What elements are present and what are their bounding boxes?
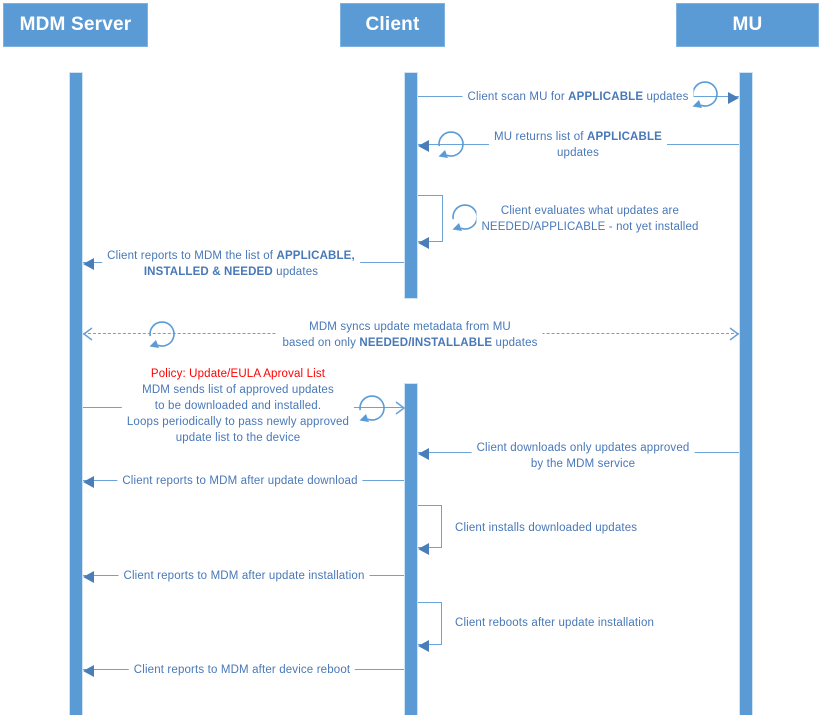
message-downloads: Client downloads only updates approved b… bbox=[471, 440, 695, 472]
lifeline-client-upper bbox=[404, 72, 418, 299]
arrowhead-report-download bbox=[83, 476, 94, 488]
message-text-bold: APPLICABLE, bbox=[276, 250, 355, 262]
message-line: based on only NEEDED/INSTALLABLE updates bbox=[282, 335, 537, 351]
loop-icon bbox=[355, 391, 389, 425]
lifeline-mdm-server bbox=[69, 72, 83, 715]
arrowhead-reboots bbox=[418, 640, 429, 652]
message-policy: Policy: Update/EULA Aproval List MDM sen… bbox=[121, 366, 355, 446]
arrowhead-sync-left bbox=[82, 326, 94, 347]
loop-icon bbox=[145, 317, 179, 351]
arrowhead-report-install bbox=[83, 571, 94, 583]
loop-icon bbox=[688, 77, 722, 111]
actor-mdm-server: MDM Server bbox=[3, 3, 148, 47]
message-reboots: Client reboots after update installation bbox=[450, 615, 660, 631]
message-reports-list: Client reports to MDM the list of APPLIC… bbox=[102, 248, 360, 280]
message-text-bold: INSTALLED & NEEDED bbox=[143, 266, 273, 278]
message-returns: MU returns list of APPLICABLE updates bbox=[489, 129, 667, 161]
message-text-bold: NEEDED/INSTALLABLE bbox=[359, 337, 493, 349]
message-line: Client reports to MDM the list of APPLIC… bbox=[107, 248, 355, 264]
message-text: MU returns list of bbox=[494, 131, 587, 143]
message-line: NEEDED/APPLICABLE - not yet installed bbox=[481, 221, 699, 233]
message-line: to be downloaded and installed. bbox=[154, 400, 322, 412]
message-report-download: Client reports to MDM after update downl… bbox=[117, 473, 363, 489]
actor-client: Client bbox=[340, 3, 445, 47]
loop-icon bbox=[448, 200, 482, 234]
message-text: Client reports to MDM the list of bbox=[107, 250, 277, 262]
message-evaluates: Client evaluates what updates are NEEDED… bbox=[476, 203, 704, 235]
message-text: updates bbox=[643, 91, 689, 103]
message-report-install: Client reports to MDM after update insta… bbox=[118, 568, 370, 584]
message-text: Client scan MU for bbox=[467, 91, 569, 103]
arrowhead-sync-right bbox=[728, 326, 740, 347]
message-text: updates bbox=[272, 266, 319, 278]
actor-mu: MU bbox=[676, 3, 819, 47]
lifeline-client-lower bbox=[404, 383, 418, 715]
arrowhead-scan bbox=[728, 92, 739, 104]
arrowhead-downloads bbox=[418, 448, 429, 460]
message-text-bold: APPLICABLE bbox=[568, 91, 644, 103]
message-line: MDM sends list of approved updates bbox=[142, 384, 334, 396]
message-line: updates bbox=[557, 147, 599, 159]
arrowhead-installs bbox=[418, 543, 429, 555]
message-line: INSTALLED & NEEDED updates bbox=[107, 264, 355, 280]
message-line: Client downloads only updates approved bbox=[476, 442, 690, 454]
self-call-reboots bbox=[418, 602, 442, 645]
message-report-reboot: Client reports to MDM after device reboo… bbox=[128, 662, 356, 678]
self-call-installs bbox=[418, 505, 442, 548]
message-scan: Client scan MU for APPLICABLE updates bbox=[462, 89, 694, 105]
message-line: MU returns list of APPLICABLE bbox=[494, 129, 662, 145]
message-text: updates bbox=[492, 337, 538, 349]
arrowhead-policy bbox=[394, 400, 406, 421]
message-line: MDM syncs update metadata from MU bbox=[309, 321, 511, 333]
policy-title: Policy: Update/EULA Aproval List bbox=[150, 368, 326, 380]
message-line: Loops periodically to pass newly approve… bbox=[126, 416, 350, 428]
message-line: by the MDM service bbox=[530, 458, 636, 470]
message-text-bold: APPLICABLE bbox=[586, 131, 662, 143]
message-line: Client evaluates what updates are bbox=[500, 205, 680, 217]
message-installs: Client installs downloaded updates bbox=[450, 520, 643, 536]
arrowhead-report-reboot bbox=[83, 665, 94, 677]
arrowhead-returns bbox=[418, 140, 429, 152]
lifeline-mu bbox=[739, 72, 753, 715]
arrowhead-evaluates bbox=[418, 237, 429, 249]
arrowhead-reports-list bbox=[83, 258, 94, 270]
loop-icon bbox=[434, 127, 468, 161]
message-text: based on only bbox=[282, 337, 360, 349]
message-sync: MDM syncs update metadata from MU based … bbox=[277, 319, 543, 351]
self-call-evaluates bbox=[418, 195, 443, 242]
message-line: update list to the device bbox=[175, 432, 301, 444]
